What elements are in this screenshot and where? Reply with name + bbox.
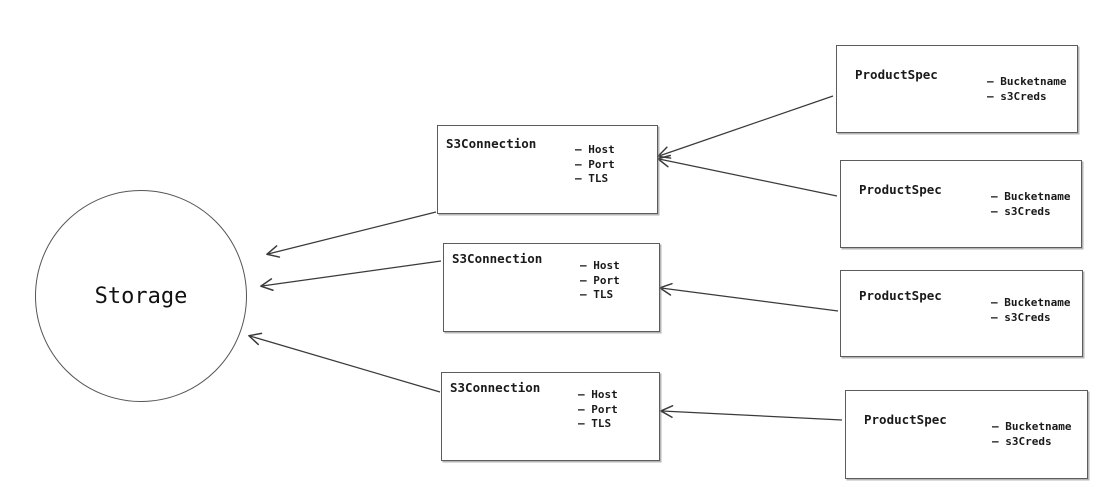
attr-tls: – TLS [580, 288, 614, 301]
attr-port: – Port [578, 402, 618, 416]
s3connection-title-3: S3Connection [450, 380, 541, 395]
attr-bucketname: – Bucketname [987, 75, 1067, 88]
attr-bucketname: – Bucketname [991, 296, 1071, 309]
attr-tls: – TLS [578, 417, 612, 430]
s3connection-box-1[interactable] [437, 125, 658, 214]
productspec-attrs-3: – Bucketname – s3Creds [991, 296, 1070, 325]
s3connection-title-1: S3Connection [446, 136, 537, 151]
productspec-box-4[interactable] [845, 390, 1088, 479]
storage-node-label: Storage [94, 284, 188, 309]
edge-spec4-to-conn3 [660, 405, 843, 421]
edge-spec3-to-conn2 [659, 282, 839, 312]
attr-s3creds: – s3Creds [987, 89, 1047, 103]
attr-port: – Port [575, 157, 615, 171]
attr-s3creds: – s3Creds [992, 434, 1052, 448]
attr-bucketname: – Bucketname [991, 190, 1071, 203]
edge-conn2-to-storage [260, 260, 442, 291]
productspec-box-2[interactable] [840, 160, 1082, 248]
edge-conn1-to-storage [266, 211, 437, 258]
attr-port: – Port [580, 273, 620, 287]
s3connection-attrs-3: – Host – Port – TLS [578, 388, 618, 432]
s3connection-attrs-2: – Host – Port – TLS [580, 259, 620, 303]
s3connection-title-2: S3Connection [452, 251, 543, 266]
productspec-attrs-4: – Bucketname – s3Creds [992, 420, 1071, 449]
attr-s3creds: – s3Creds [991, 310, 1051, 324]
attr-s3creds: – s3Creds [991, 204, 1051, 218]
edge-conn3-to-storage [248, 332, 441, 393]
attr-host: – Host [580, 259, 620, 272]
productspec-title-2: ProductSpec [859, 182, 942, 197]
s3connection-box-3[interactable] [441, 372, 660, 461]
attr-host: – Host [578, 388, 618, 401]
productspec-box-3[interactable] [840, 270, 1083, 357]
attr-bucketname: – Bucketname [992, 420, 1072, 433]
productspec-box-1[interactable] [836, 45, 1078, 133]
productspec-attrs-1: – Bucketname – s3Creds [987, 75, 1066, 104]
edge-spec2-to-conn1 [657, 154, 838, 197]
productspec-title-1: ProductSpec [855, 67, 938, 82]
attr-host: – Host [575, 143, 615, 156]
storage-node[interactable] [35, 190, 247, 402]
edge-spec1-to-conn1 [657, 95, 834, 159]
s3connection-box-2[interactable] [443, 243, 660, 332]
attr-tls: – TLS [575, 172, 609, 185]
productspec-attrs-2: – Bucketname – s3Creds [991, 190, 1070, 219]
productspec-title-3: ProductSpec [859, 288, 942, 303]
s3connection-attrs-1: – Host – Port – TLS [575, 143, 615, 187]
productspec-title-4: ProductSpec [864, 412, 947, 427]
